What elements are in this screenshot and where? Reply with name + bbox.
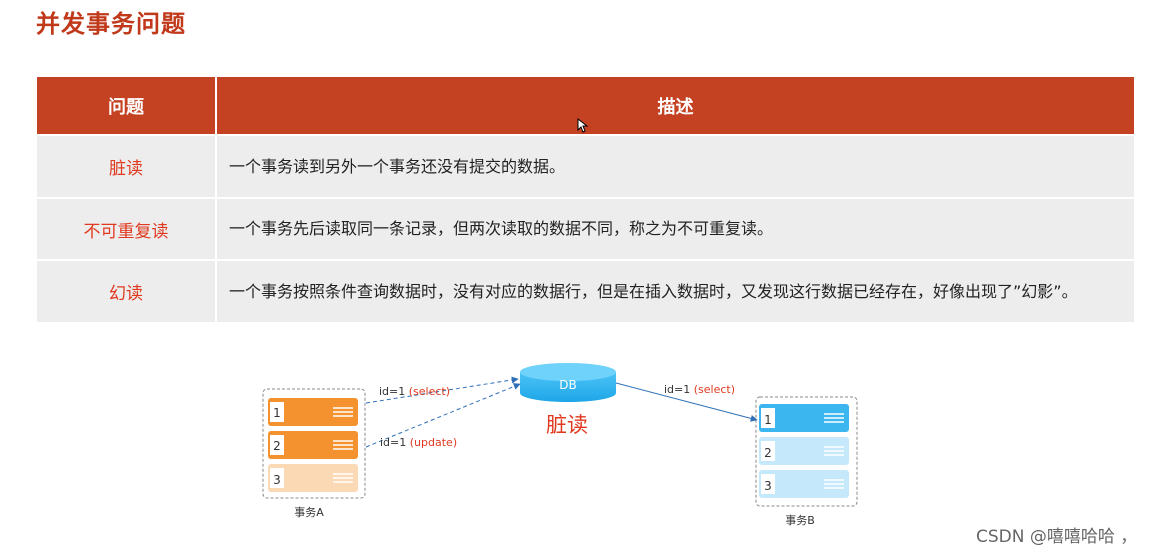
mouse-cursor-icon bbox=[577, 118, 589, 133]
edge-id: id=1 bbox=[380, 436, 410, 449]
edge-a-select-label: id=1 (select) bbox=[379, 385, 450, 398]
transaction-a-row-1: 1 bbox=[268, 398, 358, 426]
menu-lines-icon bbox=[333, 440, 353, 450]
edge-b-select bbox=[615, 382, 758, 422]
transaction-a-label: 事务A bbox=[294, 506, 324, 519]
table-row: 脏读 一个事务读到另外一个事务还没有提交的数据。 bbox=[37, 134, 1134, 198]
table-header-row: 问题 描述 bbox=[37, 77, 1134, 135]
concurrency-issues-table: 问题 描述 脏读 一个事务读到另外一个事务还没有提交的数据。 不可重复读 一个事… bbox=[37, 77, 1134, 322]
transaction-b-row-2: 2 bbox=[759, 437, 849, 465]
transaction-b-label: 事务B bbox=[785, 514, 815, 527]
edge-op: (select) bbox=[694, 383, 735, 396]
page-title: 并发事务问题 bbox=[36, 10, 186, 38]
transaction-a-row-2: 2 bbox=[268, 431, 358, 459]
row-number: 1 bbox=[764, 413, 772, 427]
row-number: 1 bbox=[273, 406, 281, 420]
edge-a-select bbox=[365, 376, 519, 404]
db-label: DB bbox=[559, 378, 576, 392]
menu-lines-icon bbox=[333, 407, 353, 417]
edge-op: (update) bbox=[410, 436, 457, 449]
dirty-read-label: 脏读 bbox=[546, 413, 588, 437]
transaction-b-group: 1 2 3 事务B bbox=[755, 396, 858, 527]
edge-op: (select) bbox=[409, 385, 450, 398]
transaction-b-row-3: 3 bbox=[759, 470, 849, 498]
row-number: 3 bbox=[273, 473, 281, 487]
csdn-watermark: CSDN @嘻嘻哈哈 ， bbox=[976, 527, 1138, 547]
transaction-a-border bbox=[262, 388, 366, 499]
transaction-b-row-1: 1 bbox=[759, 404, 849, 432]
menu-lines-icon bbox=[824, 479, 844, 489]
menu-lines-icon bbox=[824, 446, 844, 456]
edge-id: id=1 bbox=[664, 383, 694, 396]
column-header-issue: 问题 bbox=[37, 77, 217, 135]
transaction-b-border bbox=[755, 396, 858, 507]
issue-description: 一个事务先后读取同一条记录，但两次读取的数据不同，称之为不可重复读。 bbox=[216, 197, 1134, 260]
transaction-a-group: 1 2 3 事务A bbox=[262, 388, 366, 519]
edge-a-update-label: id=1 (update) bbox=[380, 436, 457, 449]
edge-b-select-label: id=1 (select) bbox=[664, 383, 735, 396]
row-number: 2 bbox=[764, 446, 772, 460]
menu-lines-icon bbox=[824, 413, 844, 423]
row-number: 2 bbox=[273, 439, 281, 453]
issue-name-dirty-read: 脏读 bbox=[37, 134, 217, 198]
table-row: 不可重复读 一个事务先后读取同一条记录，但两次读取的数据不同，称之为不可重复读。 bbox=[37, 197, 1134, 260]
issue-description: 一个事务读到另外一个事务还没有提交的数据。 bbox=[216, 134, 1134, 198]
menu-lines-icon bbox=[333, 473, 353, 483]
edge-id: id=1 bbox=[379, 385, 409, 398]
transaction-a-row-3: 3 bbox=[268, 464, 358, 492]
issue-name-non-repeatable-read: 不可重复读 bbox=[37, 197, 217, 260]
database-icon: DB bbox=[520, 363, 616, 402]
table-row: 幻读 一个事务按照条件查询数据时，没有对应的数据行，但是在插入数据时，又发现这行… bbox=[37, 259, 1134, 322]
issue-name-phantom-read: 幻读 bbox=[37, 259, 217, 322]
row-number: 3 bbox=[764, 479, 772, 493]
issue-description: 一个事务按照条件查询数据时，没有对应的数据行，但是在插入数据时，又发现这行数据已… bbox=[216, 259, 1134, 322]
column-header-description: 描述 bbox=[216, 77, 1134, 135]
